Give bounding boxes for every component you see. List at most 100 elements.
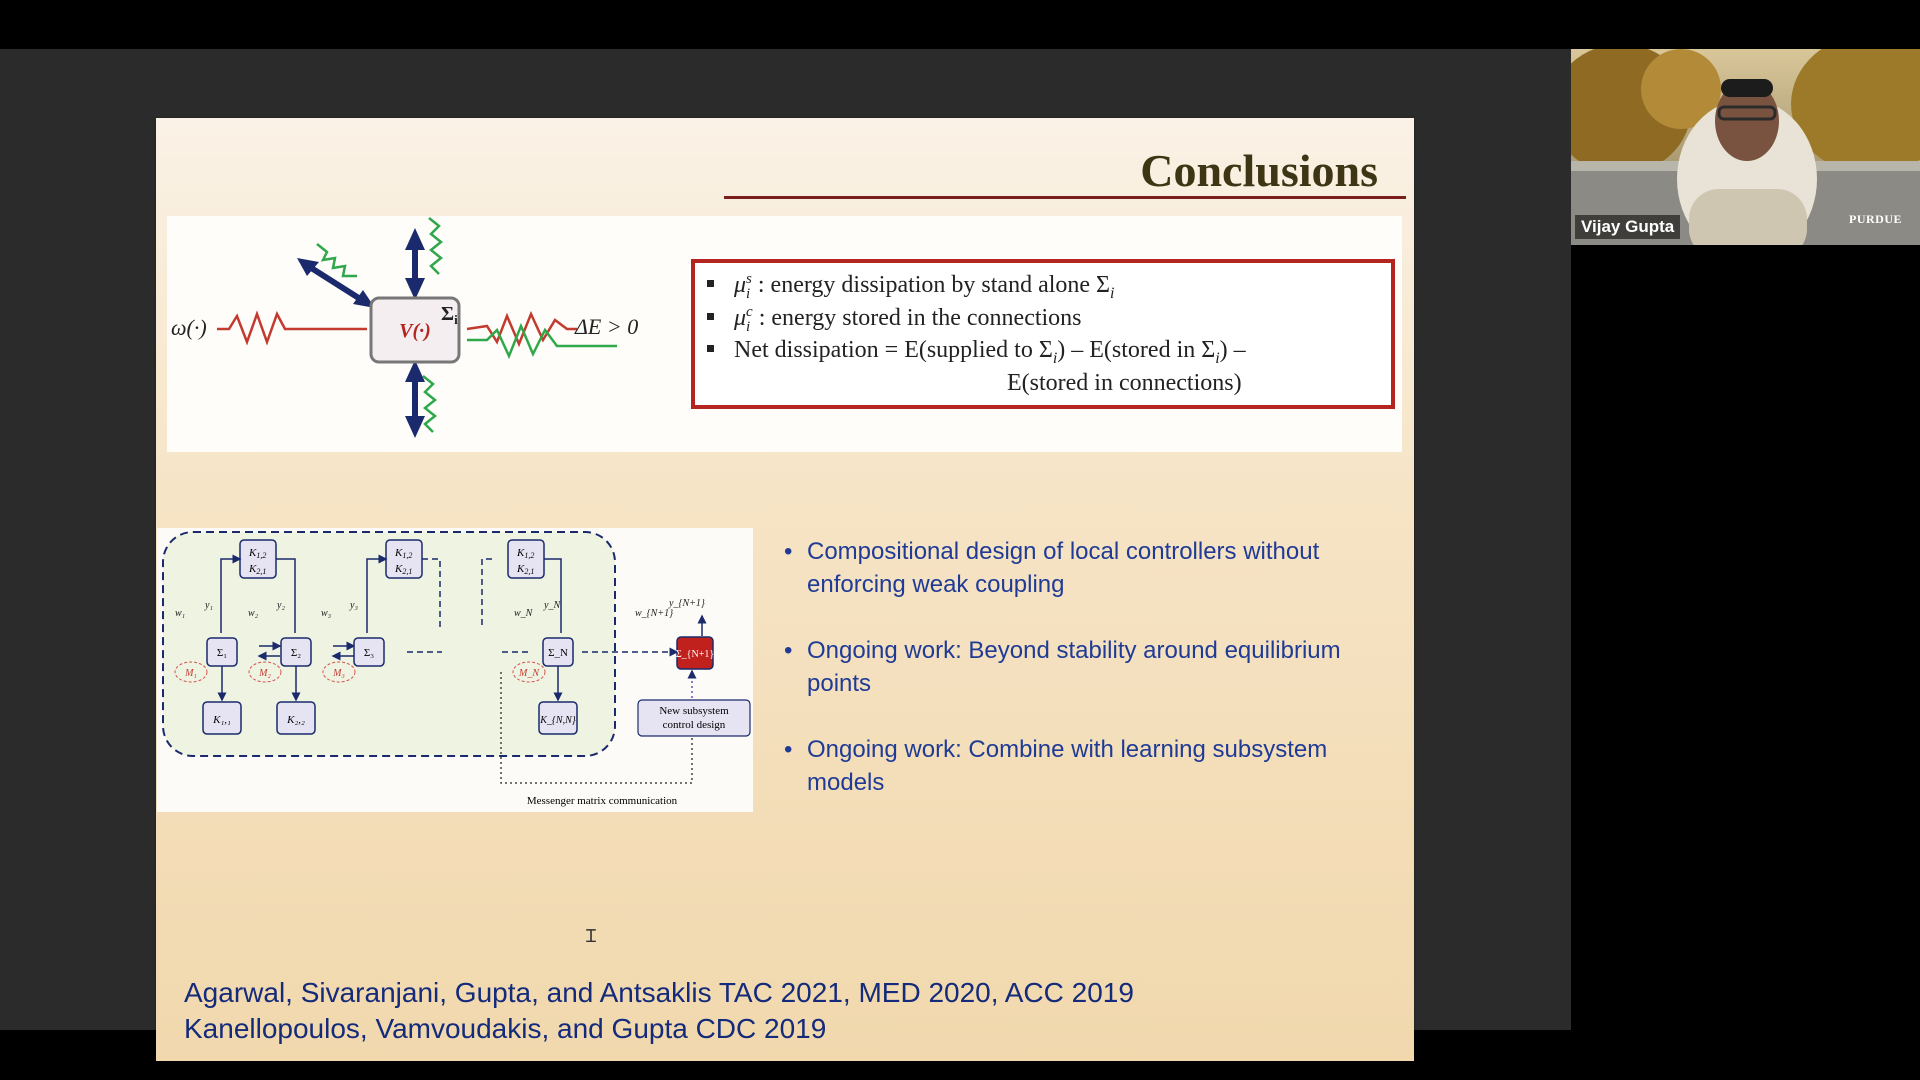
net-part-b: ) – E(stored in Σ [1057,337,1216,363]
subsystem-sigma-n-plus-1: Σ_{N+1} [676,636,714,670]
mu-sup: c [746,304,753,320]
v-block-label: V(·) [399,320,431,342]
svg-text:w₁: w₁ [175,608,185,619]
conclusion-bullet-text: Compositional design of local controller… [807,538,1320,598]
references: Agarwal, Sivaranjani, Gupta, and Antsakl… [184,975,1134,1047]
subsystem-sigma-n: Σ_N [542,637,574,667]
participant-video-tile[interactable]: Vijay Gupta PURDUE [1571,49,1920,245]
local-controller-n: K_{N,N} [538,701,578,735]
reference-line: Kanellopoulos, Vamvoudakis, and Gupta CD… [184,1013,827,1044]
output-label: ΔE > 0 [574,314,638,339]
diagonal-green-wave [316,243,357,278]
svg-text:y_{N+1}: y_{N+1} [668,598,705,609]
mu-sub: i [746,319,751,335]
svg-text:Σ_{N+1}: Σ_{N+1} [676,649,714,660]
svg-text:y_N: y_N [543,600,561,611]
square-bullet-icon [707,312,714,320]
participant-name-label: Vijay Gupta [1575,215,1681,239]
mu-sup: s [746,271,752,287]
svg-text:y₃: y₃ [349,600,358,611]
slide-title: Conclusions [1140,145,1378,196]
participant-video-frame [1571,49,1920,245]
svg-text:y₂: y₂ [276,600,285,611]
svg-text:K2,1: K2,1 [516,563,534,576]
presentation-slide: Conclusions [156,118,1414,1061]
mu-symbol: μ [734,272,747,298]
messenger-caption: Messenger matrix communication [527,795,678,807]
local-controller-2: K₂,₂ [276,701,316,735]
svg-text:Σ_N: Σ_N [548,647,568,659]
net-sub-2: i [1215,349,1220,367]
svg-text:K2,1: K2,1 [248,563,266,576]
new-subsystem-box: New subsystem control design [637,699,751,737]
svg-text:K2,1: K2,1 [394,563,412,576]
coupling-controller-2: K1,2 K2,1 [385,539,423,579]
mu-sub: i [746,286,751,302]
svg-text:Σ₃: Σ₃ [364,647,374,659]
subsystem-sigma-1: Σ₁ [206,637,238,667]
top-green-wave [428,217,444,275]
mu-symbol: μ [734,305,747,331]
top-arrowhead-down [405,278,425,300]
svg-text:M_N: M_N [518,668,540,679]
net-sub-1: i [1052,349,1058,367]
diagonal-arrow [303,261,367,305]
svg-text:K₁,₁: K₁,₁ [212,714,231,726]
conclusion-bullet-text: Ongoing work: Beyond stability around eq… [807,637,1341,697]
messenger-markers [174,661,546,683]
top-arrowhead-up [405,228,425,250]
sigma-sub: i [1110,284,1115,302]
bullet-dot-icon: • [784,736,793,763]
svg-text:control design: control design [663,719,726,731]
bullet-text: : energy stored in the connections [752,305,1082,331]
svg-text:Σ₁: Σ₁ [217,647,227,659]
svg-text:w_{N+1}: w_{N+1} [635,608,673,619]
net-part-c: ) – [1219,337,1246,363]
sigma-i-label: Σi [441,303,458,327]
svg-text:Σ₂: Σ₂ [291,647,301,659]
net-part-a: Net dissipation = E(supplied to Σ [734,337,1053,363]
square-bullet-icon [707,279,714,287]
network-figure-panel: K1,2 K2,1 K1,2 K2,1 K1,2 K2,1 [157,528,753,812]
svg-text:w_N: w_N [514,608,534,619]
diagonal-arrowhead-b [353,290,375,308]
svg-text:K1,2: K1,2 [516,547,534,560]
svg-text:New subsystem: New subsystem [659,705,729,717]
purdue-logo: PURDUE [1849,212,1902,226]
bottom-arrowhead-up [405,360,425,382]
network-boundary [162,531,616,757]
svg-text:w₂: w₂ [248,608,259,619]
diagonal-arrowhead-a [297,258,319,276]
svg-text:K1,2: K1,2 [248,547,266,560]
local-controller-1: K₁,₁ [202,701,242,735]
subsystem-sigma-2: Σ₂ [280,637,312,667]
network-connectors [207,554,707,784]
subsystem-sigma-3: Σ₃ [353,637,385,667]
screen-share-area: Conclusions [0,49,1571,1061]
bullet-net-dissipation: Net dissipation = E(supplied to Σi) – E(… [707,337,1246,368]
subsystem-network-diagram: K1,2 K2,1 K1,2 K2,1 K1,2 K2,1 [162,531,751,807]
square-bullet-icon [707,344,714,352]
input-wave [217,310,367,346]
messenger-labels: M₁ M₂ M₃ M_N [184,668,540,679]
bullet-text: : energy dissipation by stand alone Σ [751,272,1111,298]
output-green-wave [467,322,617,360]
svg-text:M₁: M₁ [184,668,197,679]
svg-text:w₃: w₃ [321,608,332,619]
svg-text:M₂: M₂ [258,668,271,679]
title-underline [724,196,1406,199]
bullet-dot-icon: • [784,637,793,664]
coupling-controller-1: K1,2 K2,1 [239,539,277,579]
svg-text:K1,2: K1,2 [394,547,412,560]
reference-line: Agarwal, Sivaranjani, Gupta, and Antsakl… [184,977,1134,1008]
text-cursor-icon: Ɪ [586,926,597,946]
bottom-green-wave [422,375,438,433]
energy-flow-diagram: V(·) Σi ω(·) ΔE > 0 [171,217,638,438]
svg-text:K₂,₂: K₂,₂ [286,714,305,726]
bottom-arrowhead-down [405,416,425,438]
svg-text:M₃: M₃ [332,668,345,679]
